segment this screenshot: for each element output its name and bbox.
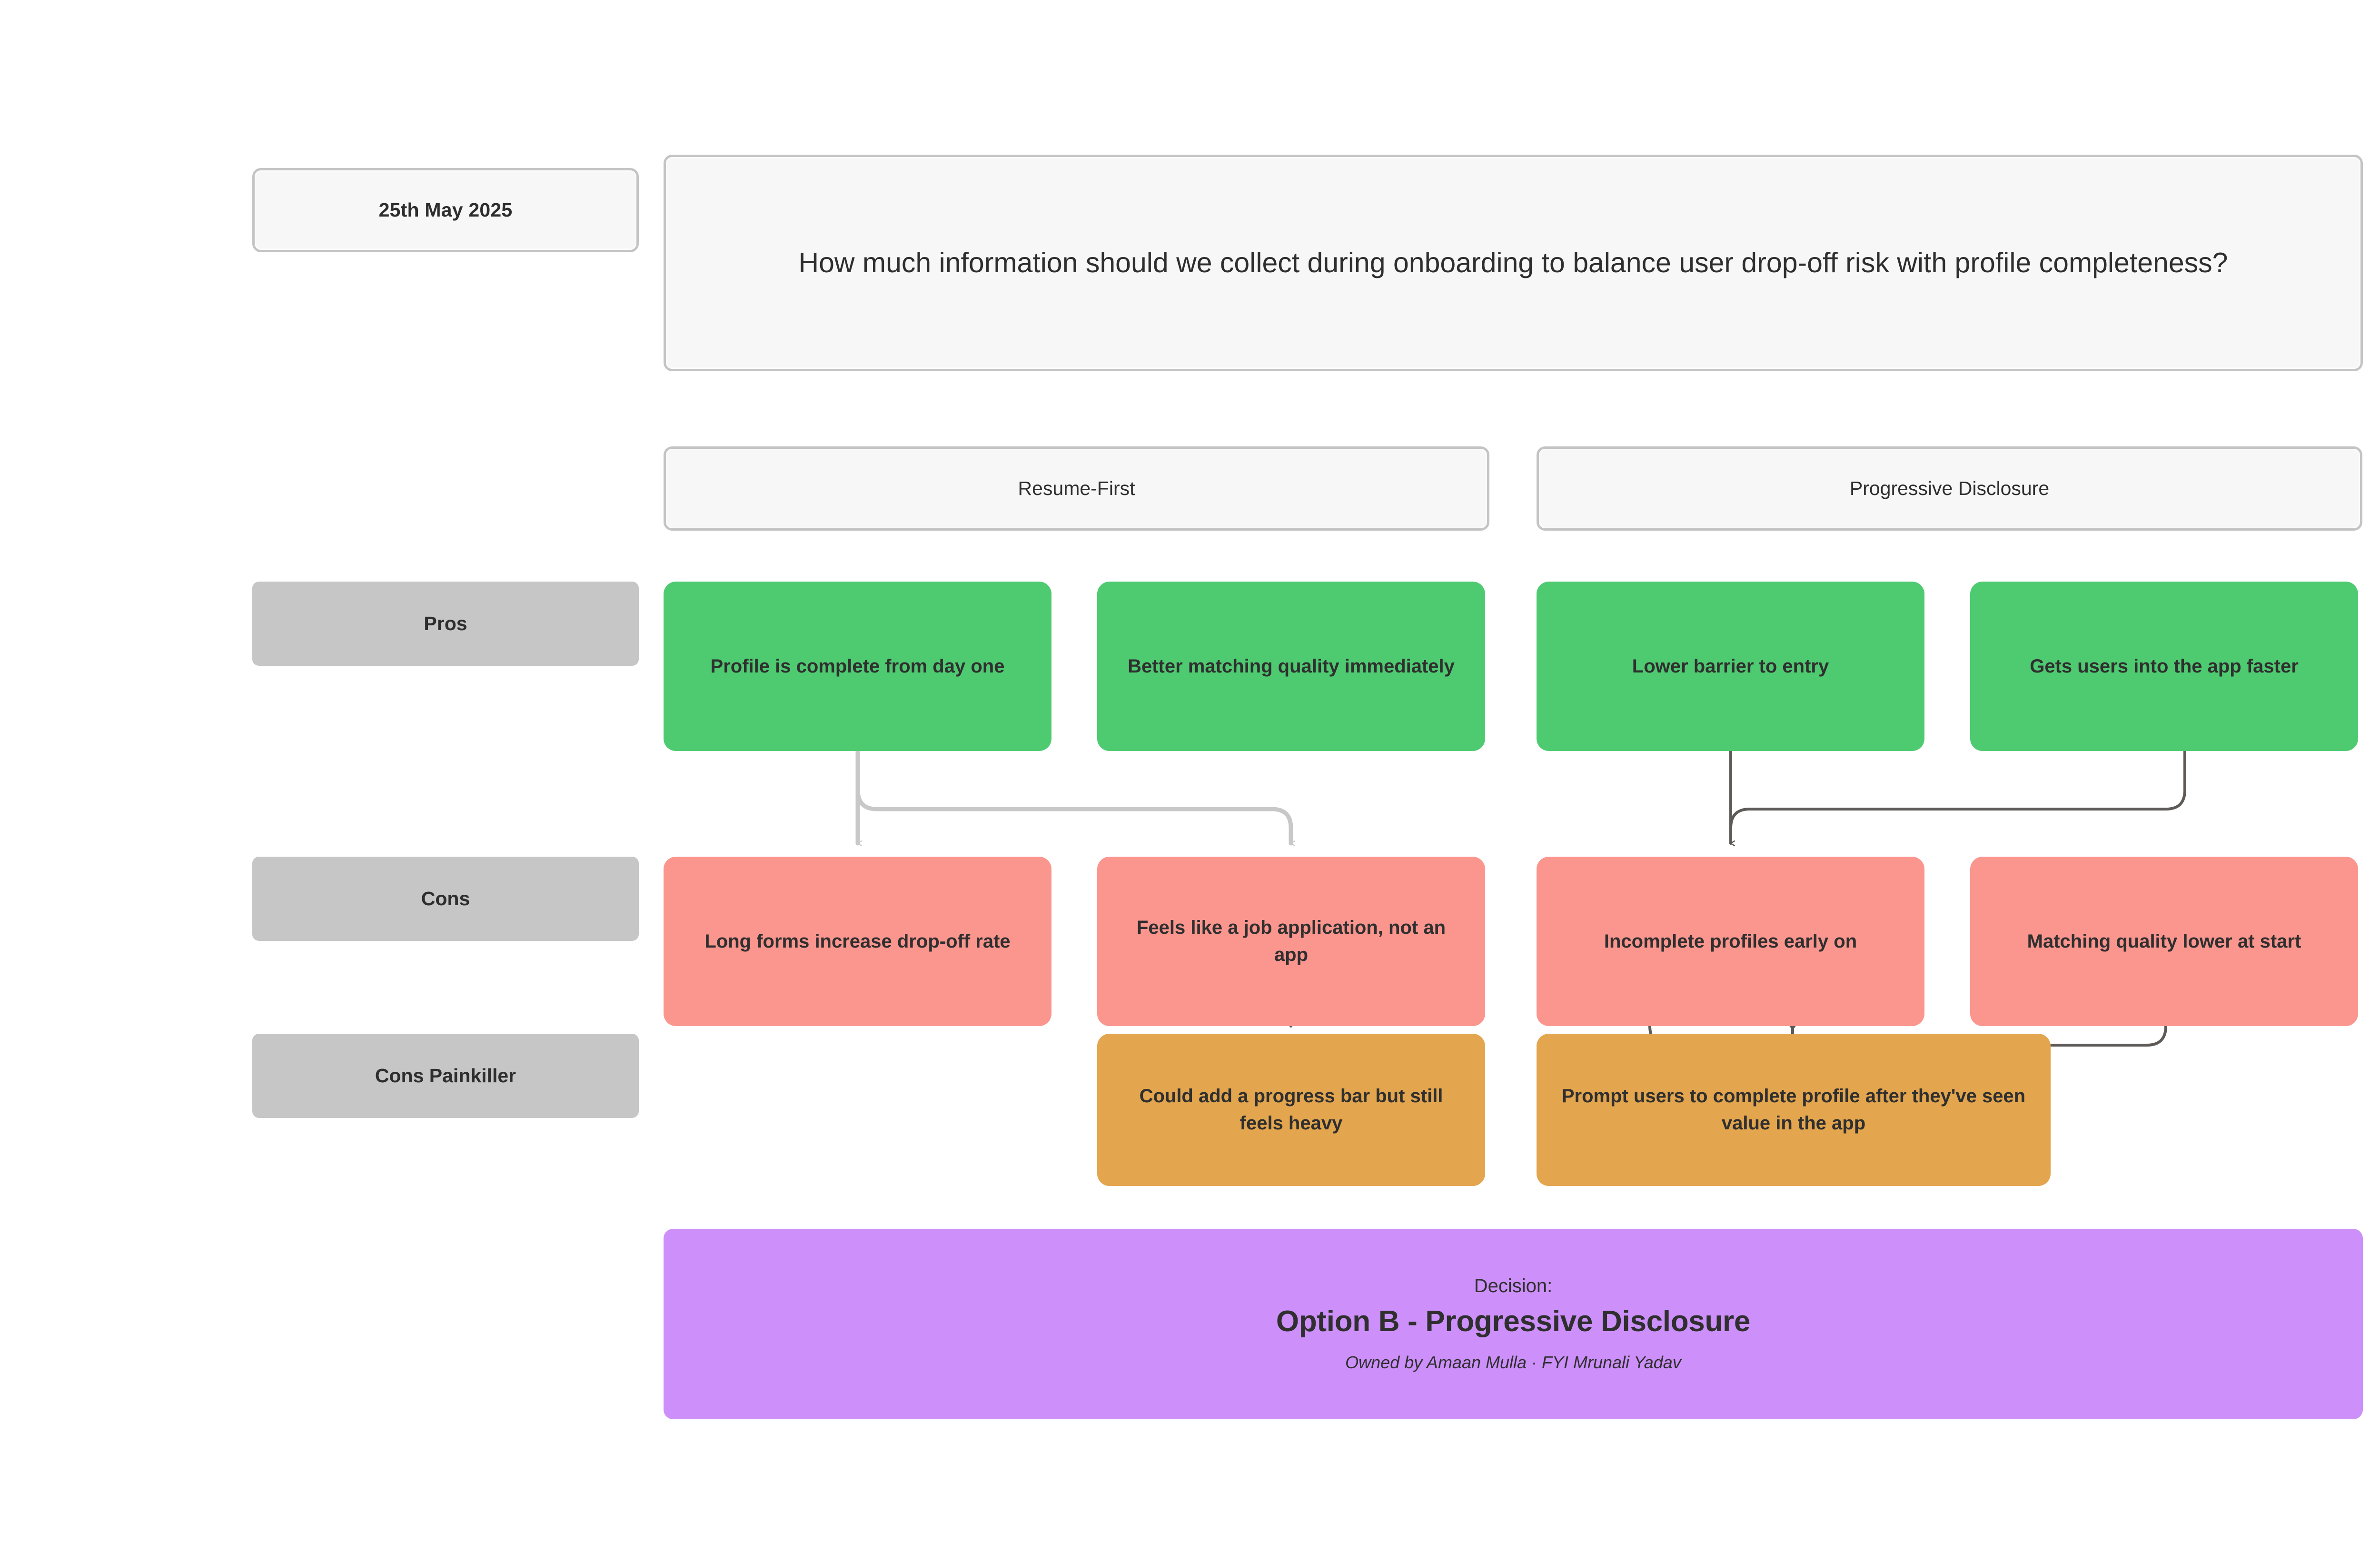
date-badge: 25th May 2025 [252, 168, 639, 252]
decision-label: Decision: [1474, 1275, 1553, 1296]
painkiller-card-1[interactable]: Could add a progress bar but still feels… [1097, 1034, 1485, 1186]
con-card-1[interactable]: Long forms increase drop-off rate [664, 857, 1051, 1026]
pro-card-3[interactable]: Lower barrier to entry [1537, 582, 1924, 751]
decision-title: Option B - Progressive Disclosure [1276, 1305, 1751, 1338]
option-header-progressive-disclosure[interactable]: Progressive Disclosure [1537, 446, 2362, 531]
decision-owner-meta: Owned by Amaan Mulla · FYI Mrunali Yadav [1345, 1353, 1681, 1372]
con-card-2[interactable]: Feels like a job application, not an app [1097, 857, 1485, 1026]
connector-pro4-to-con3 [1729, 750, 2186, 843]
decision-banner: Decision: Option B - Progressive Disclos… [664, 1229, 2363, 1419]
con-card-3[interactable]: Incomplete profiles early on [1537, 857, 1924, 1026]
connector-pro1-to-con2 [855, 749, 1291, 843]
pro-card-4[interactable]: Gets users into the app faster [1970, 582, 2358, 751]
pro-card-1[interactable]: Profile is complete from day one [664, 582, 1051, 751]
row-label-cons: Cons [252, 857, 639, 941]
decision-question: How much information should we collect d… [664, 155, 2363, 371]
row-label-cons-painkiller: Cons Painkiller [252, 1034, 639, 1118]
row-label-pros: Pros [252, 582, 639, 666]
pro-card-2[interactable]: Better matching quality immediately [1097, 582, 1485, 751]
painkiller-card-2[interactable]: Prompt users to complete profile after t… [1537, 1034, 2051, 1186]
con-card-4[interactable]: Matching quality lower at start [1970, 857, 2358, 1026]
option-header-resume-first[interactable]: Resume-First [664, 446, 1489, 531]
